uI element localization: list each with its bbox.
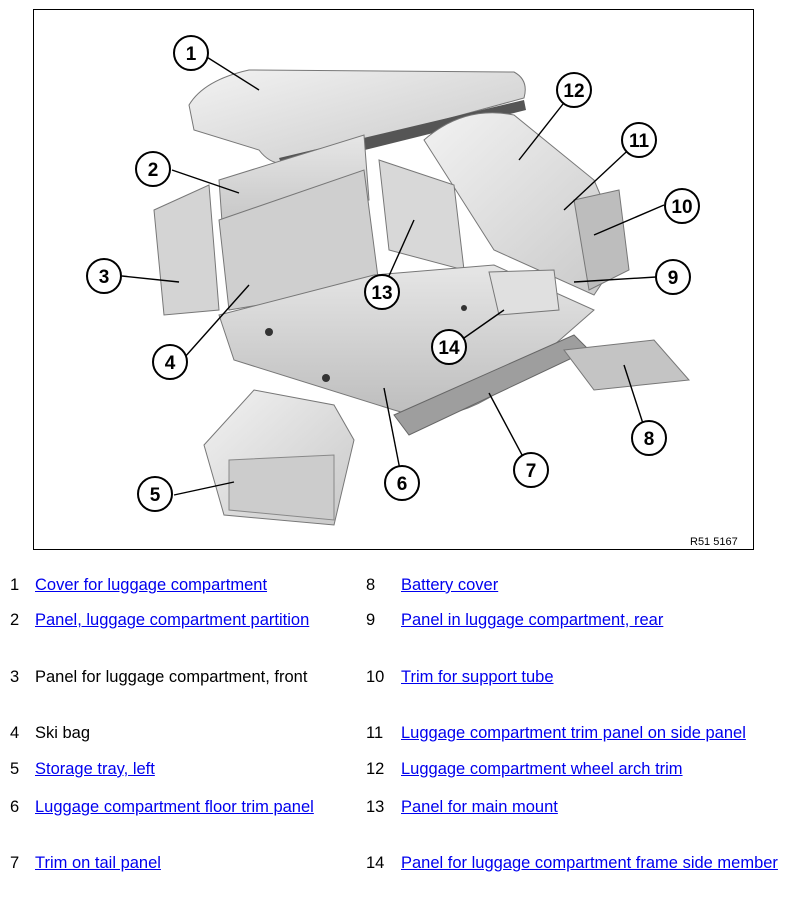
legend-number: 1 <box>10 576 20 594</box>
callout-circle-13 <box>364 274 400 310</box>
callout-label-13: 13 <box>371 283 392 304</box>
legend-number: 3 <box>10 668 20 686</box>
legend-link[interactable]: Luggage compartment trim panel on side p… <box>401 724 746 742</box>
legend-link[interactable]: Luggage compartment wheel arch trim <box>401 760 683 778</box>
callout-label-2: 2 <box>148 160 159 181</box>
callout-circle-7 <box>513 452 549 488</box>
callout-circle-1 <box>173 35 209 71</box>
legend-link[interactable]: Trim for support tube <box>401 668 554 686</box>
legend-number: 6 <box>10 798 20 816</box>
callout-label-11: 11 <box>629 131 650 152</box>
callout-label-10: 10 <box>671 197 692 218</box>
legend-link[interactable]: Cover for luggage compartment <box>35 576 268 594</box>
callout-circle-5 <box>137 476 173 512</box>
callout-circle-3 <box>86 258 122 294</box>
legend-number: 5 <box>10 760 20 778</box>
callout-circle-11 <box>621 122 657 158</box>
callout-circle-6 <box>384 465 420 501</box>
callout-label-6: 6 <box>397 474 408 495</box>
legend-number: 11 <box>366 724 384 742</box>
legend-link[interactable]: Panel in luggage compartment, rear <box>401 611 664 629</box>
legend-link[interactable]: Panel for main mount <box>401 798 558 816</box>
legend-link[interactable]: Storage tray, left <box>35 760 155 778</box>
callout-label-8: 8 <box>644 429 655 450</box>
callout-label-14: 14 <box>438 338 460 359</box>
legend-link[interactable]: Panel, luggage compartment partition <box>35 611 310 629</box>
callout-label-4: 4 <box>165 353 176 374</box>
legend-number: 7 <box>10 854 20 872</box>
legend-text: Ski bag <box>35 724 91 742</box>
callout-circle-10 <box>664 188 700 224</box>
legend-link[interactable]: Trim on tail panel <box>35 854 161 872</box>
legend-number: 14 <box>366 854 385 872</box>
callout-circle-2 <box>135 151 171 187</box>
callout-label-7: 7 <box>526 461 537 482</box>
legend-link[interactable]: Battery cover <box>401 576 499 594</box>
callout-circle-14 <box>431 329 467 365</box>
callout-circle-8 <box>631 420 667 456</box>
callout-circle-9 <box>655 259 691 295</box>
callout-label-12: 12 <box>563 81 584 102</box>
legend-number: 4 <box>10 724 20 742</box>
callout-label-3: 3 <box>99 267 110 288</box>
callout-label-9: 9 <box>668 268 679 289</box>
legend-number: 10 <box>366 668 385 686</box>
legend-link[interactable]: Luggage compartment floor trim panel <box>35 798 314 816</box>
legend-number: 8 <box>366 576 376 594</box>
legend-link[interactable]: Panel for luggage compartment frame side… <box>401 854 778 872</box>
callout-label-5: 5 <box>150 485 161 506</box>
callout-circle-4 <box>152 344 188 380</box>
legend-number: 12 <box>366 760 385 778</box>
legend-text: Panel for luggage compartment, front <box>35 668 308 686</box>
legend-number: 2 <box>10 611 20 629</box>
legend-number: 9 <box>366 611 376 629</box>
callout-label-1: 1 <box>186 44 197 65</box>
figure-reference: R51 5167 <box>690 536 738 548</box>
legend-number: 13 <box>366 798 385 816</box>
callout-circle-12 <box>556 72 592 108</box>
